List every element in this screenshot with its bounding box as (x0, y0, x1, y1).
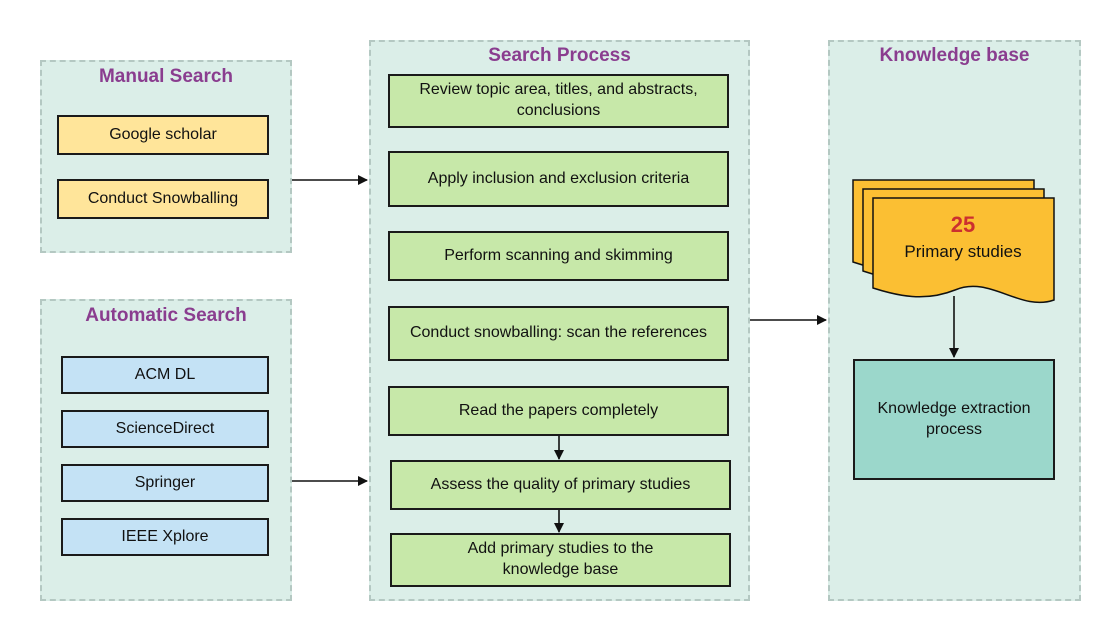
step-snowballing-references: Conduct snowballing: scan the references (388, 306, 729, 361)
knowledge-base-title: Knowledge base (879, 45, 1030, 66)
springer-box: Springer (61, 464, 269, 502)
step-add-primary-studies: Add primary studies to the knowledge bas… (390, 533, 731, 587)
manual-search-title: Manual Search (98, 66, 234, 87)
primary-studies-document-stack (852, 179, 1055, 304)
search-process-title: Search Process (488, 45, 631, 66)
knowledge-extraction-box: Knowledge extraction process (853, 359, 1055, 480)
sciencedirect-box: ScienceDirect (61, 410, 269, 448)
conduct-snowballing-box: Conduct Snowballing (57, 179, 269, 219)
primary-studies-label: Primary studies (904, 242, 1022, 261)
automatic-search-title: Automatic Search (85, 305, 247, 326)
step-apply-criteria: Apply inclusion and exclusion criteria (388, 151, 729, 207)
manual-search-panel: Manual Search (40, 60, 292, 253)
google-scholar-box: Google scholar (57, 115, 269, 155)
step-scanning-skimming: Perform scanning and skimming (388, 231, 729, 281)
document-front (872, 197, 1055, 304)
acm-dl-box: ACM DL (61, 356, 269, 394)
step-read-papers: Read the papers completely (388, 386, 729, 436)
ieee-xplore-box: IEEE Xplore (61, 518, 269, 556)
step-review-topic: Review topic area, titles, and abstracts… (388, 74, 729, 128)
primary-studies-count: 25 (950, 212, 976, 237)
step-assess-quality: Assess the quality of primary studies (390, 460, 731, 510)
